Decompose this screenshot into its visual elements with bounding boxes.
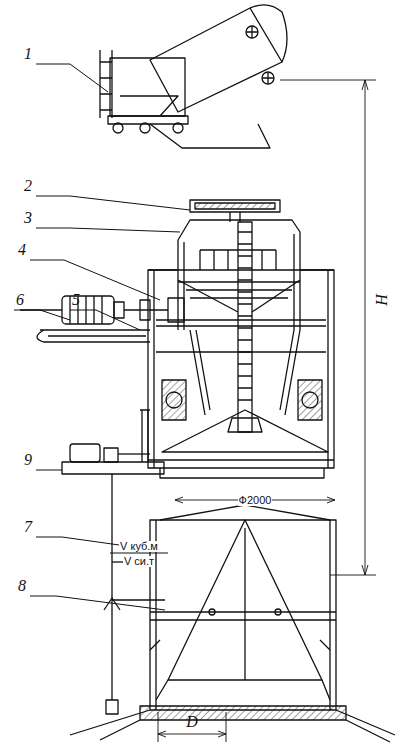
dimension-h [280,80,376,81]
skip-cart [150,124,270,148]
callout-number: 6 [16,292,24,308]
callout-number: 4 [18,242,26,258]
storage-bin [160,505,330,520]
skip-cart [113,123,123,133]
mill-body [166,392,182,408]
storage-bin [244,528,245,680]
storage-bin [168,520,322,680]
storage-bin [150,520,336,710]
skip-cart [120,96,178,116]
callout-number: 5 [72,292,80,308]
skip-cart [100,5,287,148]
drive-motor [168,298,184,322]
volume-label: V си.т [123,556,155,567]
dimension-label: H [374,292,390,308]
storage-bin [150,612,336,620]
mill-body [196,330,294,410]
skip-cart [173,123,183,133]
leader-lines [14,64,190,610]
upper-casing [178,220,300,330]
skip-cart [100,50,112,118]
storage-bin [209,609,215,615]
dimension-h [330,575,376,576]
mill-body [228,418,262,432]
callout-number: 3 [24,210,32,226]
dimension-label: Ф2000 [238,495,273,506]
mill-body [298,380,322,420]
skip-cart [250,5,287,62]
leader-lines [70,310,140,330]
mill-body [156,320,326,352]
storage-bin [156,520,330,710]
gate-drive [104,598,120,610]
gate-drive [106,700,118,714]
gate-drive [118,453,150,454]
leader-lines [36,228,180,232]
feed-plate [190,200,280,222]
mill-body [200,250,276,270]
dimension-d [158,712,226,742]
leader-lines [30,260,160,300]
mill-body [148,250,334,478]
storage-bin [156,680,330,700]
upper-casing [238,232,252,400]
mill-body [154,270,328,468]
dimension-label: D [186,714,198,730]
gate-drive [104,448,118,462]
leader-lines [30,596,165,610]
callout-number: 8 [18,578,26,594]
storage-bin [70,505,395,742]
leader-lines [36,470,62,471]
feed-plate [195,203,275,209]
skip-cart [110,58,185,116]
feed-plate [190,200,280,212]
drive-motor [20,309,62,310]
leader-lines [36,64,108,92]
gate-drive [140,410,150,462]
drive-motor [124,309,168,310]
gate-drive [62,462,164,474]
volume-label: V куб.м [119,541,159,552]
callout-number: 2 [24,178,32,194]
drive-motor [20,296,184,342]
mill-body [178,282,300,298]
callout-number: 7 [24,519,32,535]
callout-number: 9 [24,452,32,468]
leader-lines [36,196,190,210]
gate-drive [112,474,165,700]
skip-cart [246,26,274,84]
mill-body [178,280,300,312]
mill-body [148,460,334,478]
dimension-d [158,731,226,737]
mill-body [190,330,300,415]
storage-bin [150,640,330,650]
drive-motor [37,330,150,342]
mill-body [302,392,318,408]
callout-number: 1 [24,46,32,62]
mill-body [162,380,186,420]
dimension-d [158,712,226,742]
drive-motor [114,302,124,318]
fraction-line [110,553,168,554]
dimension-h [365,80,366,575]
drive-motor [62,296,114,324]
mill-body [148,270,334,468]
skip-cart [140,123,150,133]
drive-motor [140,300,150,320]
dimension-h [362,80,368,575]
gate-drive [70,444,100,462]
dimension-d [158,734,226,735]
storage-bin [140,706,346,720]
storage-bin [70,710,395,742]
storage-bin [275,609,281,615]
upper-casing [238,222,252,432]
